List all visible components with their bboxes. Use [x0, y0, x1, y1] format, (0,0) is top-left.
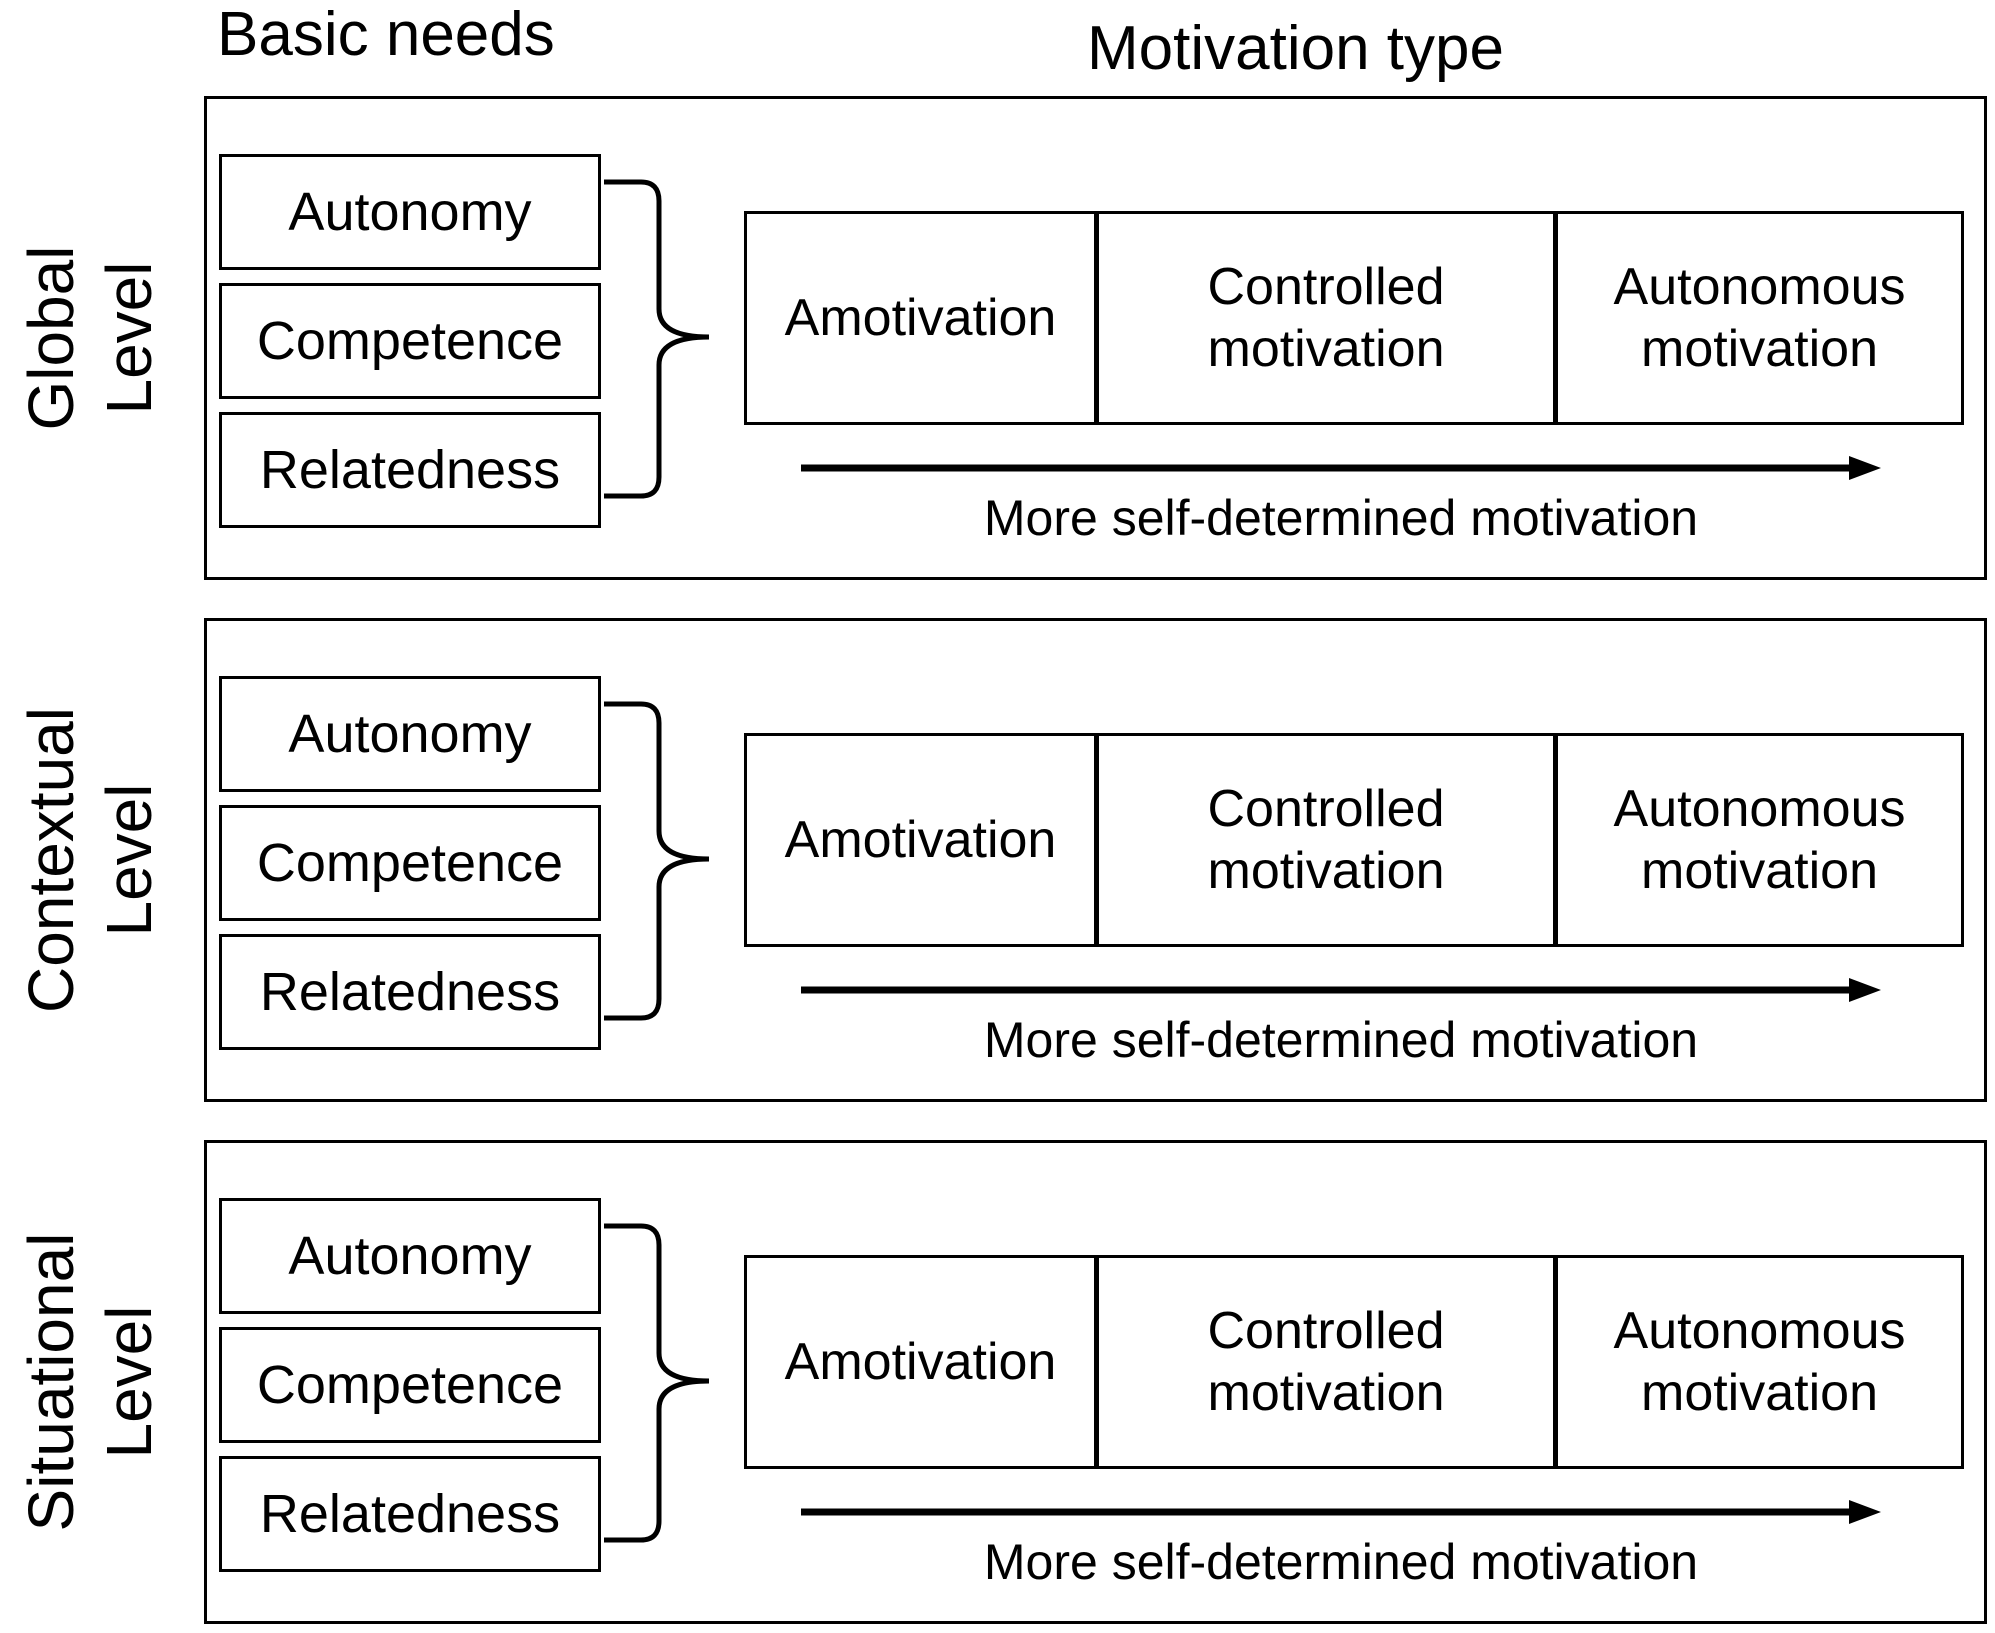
need-relatedness: Relatedness	[219, 934, 601, 1050]
need-competence: Competence	[219, 805, 601, 921]
autonomous-motivation-cell: Autonomous motivation	[1558, 214, 1961, 422]
motivation-continuum: Amotivation Controlled motivation Autono…	[744, 1255, 1964, 1469]
amotivation-cell: Amotivation	[747, 736, 1099, 944]
arrow-caption: More self-determined motivation	[983, 1534, 1699, 1590]
controlled-label-line1: Controlled	[1207, 1302, 1445, 1360]
level-label-contextual: Contextual Level	[0, 618, 180, 1102]
needs-brace	[604, 1223, 710, 1543]
autonomous-motivation-cell: Autonomous motivation	[1558, 1258, 1961, 1466]
self-determination-arrow	[801, 1500, 1881, 1524]
motivation-type-header: Motivation type	[1087, 14, 1504, 83]
need-autonomy: Autonomy	[219, 1198, 601, 1314]
amotivation-label: Amotivation	[784, 1333, 1057, 1391]
level-name: Situational	[15, 1232, 87, 1532]
controlled-label-line1: Controlled	[1207, 258, 1445, 316]
controlled-label-line1: Controlled	[1207, 780, 1445, 838]
need-relatedness: Relatedness	[219, 1456, 601, 1572]
amotivation-label: Amotivation	[784, 811, 1057, 869]
autonomous-label-line1: Autonomous	[1613, 258, 1906, 316]
need-competence: Competence	[219, 1327, 601, 1443]
panel-contextual: Autonomy Competence Relatedness Amotivat…	[204, 618, 1987, 1102]
arrow-caption: More self-determined motivation	[983, 490, 1699, 546]
motivation-continuum: Amotivation Controlled motivation Autono…	[744, 211, 1964, 425]
need-relatedness: Relatedness	[219, 412, 601, 528]
amotivation-label: Amotivation	[784, 289, 1057, 347]
arrow-caption: More self-determined motivation	[983, 1012, 1699, 1068]
level-label-situational: Situational Level	[0, 1140, 180, 1624]
autonomous-label-line2: motivation	[1641, 320, 1878, 378]
need-autonomy: Autonomy	[219, 154, 601, 270]
level-suffix: Level	[93, 261, 165, 415]
amotivation-cell: Amotivation	[747, 214, 1099, 422]
autonomous-motivation-cell: Autonomous motivation	[1558, 736, 1961, 944]
amotivation-cell: Amotivation	[747, 1258, 1099, 1466]
autonomous-label-line1: Autonomous	[1613, 780, 1906, 838]
self-determination-arrow	[801, 978, 1881, 1002]
motivation-continuum: Amotivation Controlled motivation Autono…	[744, 733, 1964, 947]
controlled-label-line2: motivation	[1207, 320, 1445, 378]
need-autonomy: Autonomy	[219, 676, 601, 792]
level-label-global: Global Level	[0, 96, 180, 580]
autonomous-label-line2: motivation	[1641, 842, 1878, 900]
controlled-label-line2: motivation	[1207, 1364, 1445, 1422]
needs-brace	[604, 179, 710, 499]
controlled-motivation-cell: Controlled motivation	[1099, 214, 1558, 422]
basic-needs-header: Basic needs	[217, 0, 555, 69]
controlled-motivation-cell: Controlled motivation	[1099, 1258, 1558, 1466]
autonomous-label-line1: Autonomous	[1613, 1302, 1906, 1360]
need-competence: Competence	[219, 283, 601, 399]
level-name: Global	[15, 245, 87, 431]
controlled-motivation-cell: Controlled motivation	[1099, 736, 1558, 944]
needs-brace	[604, 701, 710, 1021]
panel-global: Autonomy Competence Relatedness Amotivat…	[204, 96, 1987, 580]
autonomous-label-line2: motivation	[1641, 1364, 1878, 1422]
level-name: Contextual	[15, 707, 87, 1013]
level-suffix: Level	[93, 783, 165, 937]
self-determination-arrow	[801, 456, 1881, 480]
panel-situational: Autonomy Competence Relatedness Amotivat…	[204, 1140, 1987, 1624]
controlled-label-line2: motivation	[1207, 842, 1445, 900]
level-suffix: Level	[93, 1305, 165, 1459]
